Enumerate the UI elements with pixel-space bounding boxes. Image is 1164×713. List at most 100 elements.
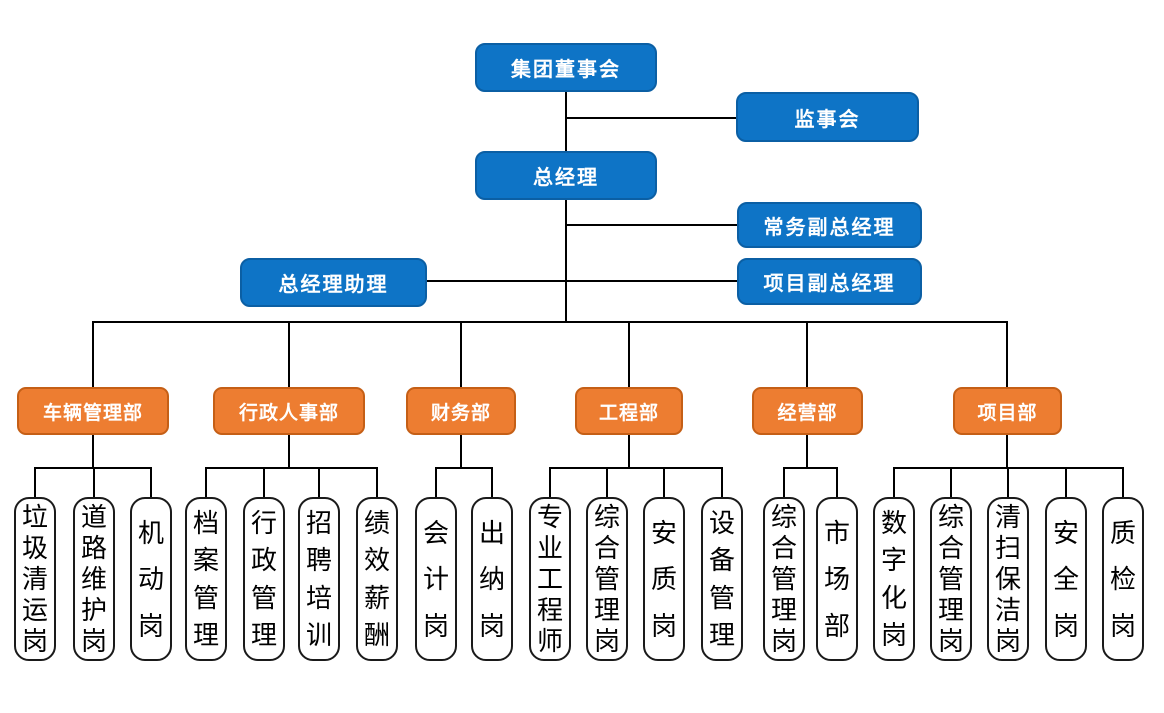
position-node-label: 行政管理 [250,508,277,650]
org-node-supervisory-board: 监事会 [736,92,919,142]
org-node-project-deputy-gm: 项目副总经理 [737,258,922,305]
position-node: 招聘培训 [298,497,340,661]
connector-line [628,321,630,387]
dept-node-engineering: 工程部 [575,387,683,435]
position-node-label: 道路维护岗 [80,502,107,656]
position-node-label: 数字化岗 [880,508,907,650]
connector-line [34,467,36,498]
position-node: 道路维护岗 [73,497,115,661]
connector-line [663,467,665,498]
position-node-label: 综合管理岗 [593,502,620,656]
position-node-label: 安质岗 [650,517,677,641]
connector-line [783,467,785,498]
position-node: 质检岗 [1102,497,1144,661]
position-node-label: 机动岗 [137,517,164,641]
position-node-label: 绩效薪酬 [363,508,390,650]
connector-line [549,467,723,469]
connector-line [950,467,952,498]
connector-line [491,467,493,498]
position-node-label: 招聘培训 [305,508,332,650]
connector-line [263,467,265,498]
position-node: 会计岗 [415,497,457,661]
position-node: 市场部 [816,497,858,661]
connector-line [893,467,895,498]
dept-node-engineering-label: 工程部 [598,402,659,424]
connector-line [318,467,320,498]
position-node: 绩效薪酬 [356,497,398,661]
connector-line [376,467,378,498]
position-node: 综合管理岗 [930,497,972,661]
position-node: 安全岗 [1045,497,1087,661]
connector-line [205,467,378,469]
position-node-label: 出纳岗 [478,517,505,641]
position-node: 出纳岗 [471,497,513,661]
connector-line [549,467,551,498]
org-node-board-of-directors-label: 集团董事会 [511,59,621,81]
connector-line [460,435,462,468]
position-node: 安质岗 [643,497,685,661]
dept-node-finance-label: 财务部 [430,402,491,424]
connector-line [93,467,95,498]
dept-node-project: 项目部 [953,387,1062,435]
position-node: 清扫保洁岗 [987,497,1029,661]
position-node-label: 质检岗 [1109,517,1136,641]
position-node-label: 会计岗 [422,517,449,641]
position-node: 机动岗 [130,497,172,661]
org-node-gm-assistant-label: 总经理助理 [278,274,389,296]
position-node: 垃圾清运岗 [14,497,56,661]
connector-line [1122,467,1124,498]
connector-line [1006,321,1008,387]
org-node-executive-deputy-gm-label: 常务副总经理 [763,216,896,239]
dept-node-vehicle-management: 车辆管理部 [17,387,169,435]
org-node-executive-deputy-gm: 常务副总经理 [737,202,922,248]
position-node: 行政管理 [243,497,285,661]
connector-line [150,467,152,498]
connector-line [427,280,737,282]
connector-line [836,467,838,498]
position-node-label: 清扫保洁岗 [994,502,1021,656]
connector-line [606,467,608,498]
dept-node-vehicle-management-label: 车辆管理部 [42,402,143,424]
position-node-label: 档案管理 [192,508,219,650]
position-node-label: 市场部 [823,517,850,641]
connector-line [435,467,437,498]
connector-line [721,467,723,498]
org-node-gm-assistant: 总经理助理 [240,258,427,307]
position-node: 数字化岗 [873,497,915,661]
connector-line [1006,435,1008,468]
connector-line [806,321,808,387]
dept-node-admin-hr: 行政人事部 [213,387,365,435]
position-node-label: 设备管理 [708,508,735,650]
connector-line [1007,467,1009,498]
position-node-label: 安全岗 [1052,517,1079,641]
connector-line [288,435,290,468]
position-node-label: 综合管理岗 [770,502,797,656]
position-node-label: 综合管理岗 [937,502,964,656]
connector-line [288,321,290,387]
dept-node-admin-hr-label: 行政人事部 [238,402,339,424]
connector-line [783,467,838,469]
dept-node-project-label: 项目部 [977,402,1038,424]
position-node-label: 专业工程师 [536,502,563,656]
org-node-supervisory-board-label: 监事会 [794,108,861,131]
position-node: 综合管理岗 [586,497,628,661]
connector-line [566,224,737,226]
connector-line [205,467,207,498]
connector-line [565,200,567,322]
position-node: 综合管理岗 [763,497,805,661]
connector-line [565,92,567,152]
org-node-project-deputy-gm-label: 项目副总经理 [763,273,896,295]
connector-line [806,435,808,468]
connector-line [92,321,94,387]
position-node-label: 垃圾清运岗 [21,502,48,656]
position-node: 设备管理 [701,497,743,661]
position-node: 专业工程师 [529,497,571,661]
org-node-general-manager-label: 总经理 [533,167,599,189]
connector-line [92,435,94,468]
position-node: 档案管理 [185,497,227,661]
dept-node-finance: 财务部 [406,387,516,435]
dept-node-operations: 经营部 [752,387,863,435]
connector-line [628,435,630,468]
connector-line [92,321,1008,323]
